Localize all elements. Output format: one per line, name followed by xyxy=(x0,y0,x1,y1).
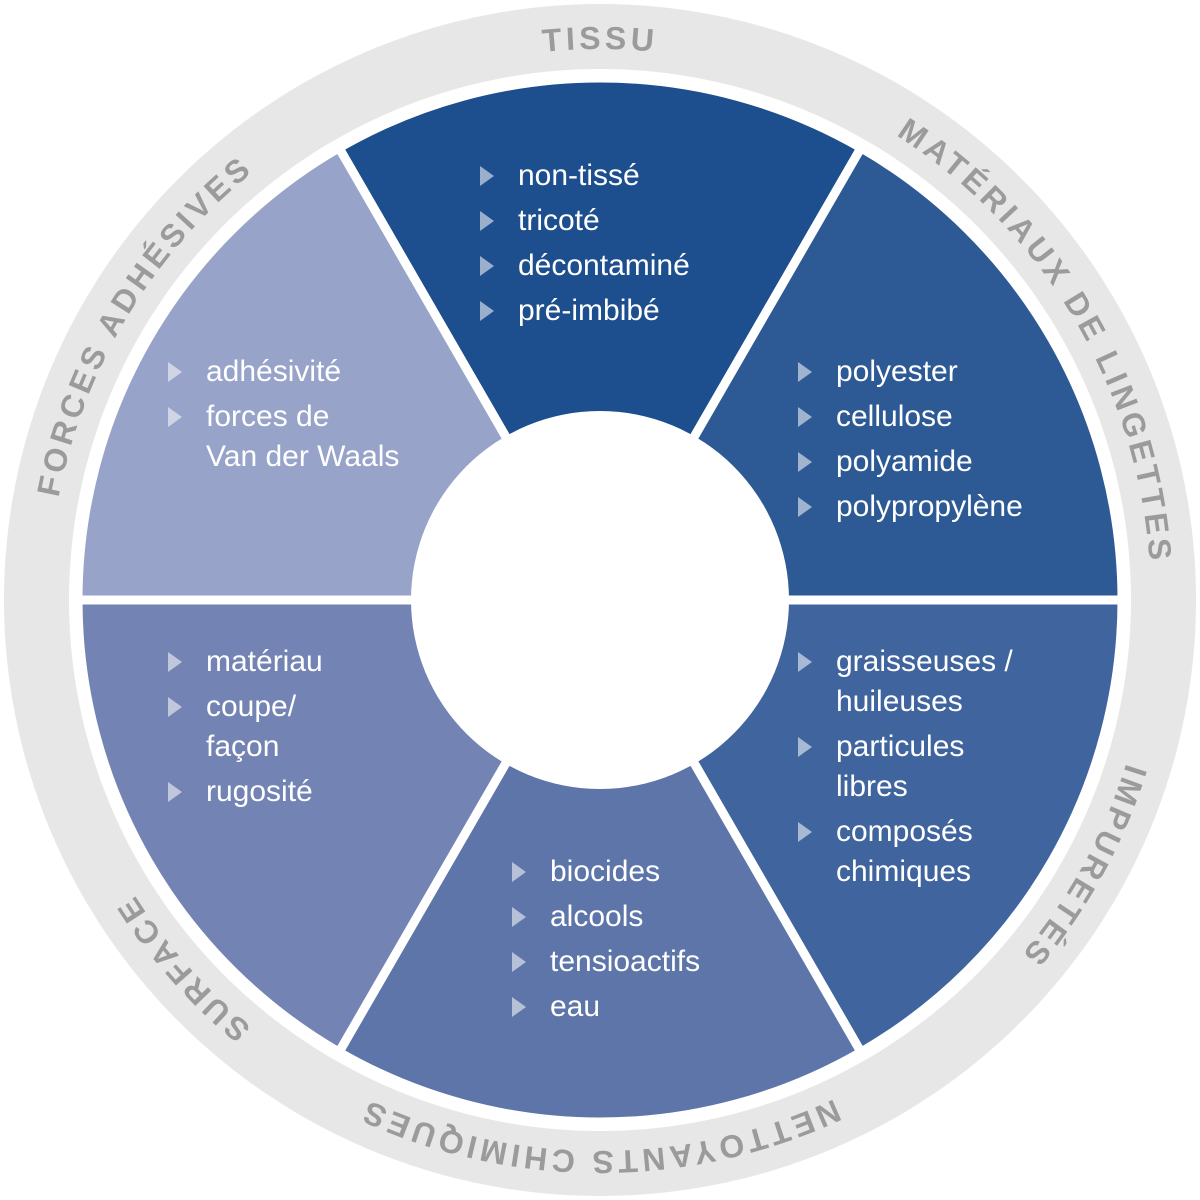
triangle-bullet-icon xyxy=(480,166,494,186)
list-item: non-tissé xyxy=(480,156,690,196)
sector-nettoyants-chimiques xyxy=(332,590,868,1127)
sector-tissu xyxy=(332,73,868,610)
list-item-label: tricoté xyxy=(518,204,600,237)
triangle-bullet-icon xyxy=(512,997,526,1017)
list-item-label: alcools xyxy=(550,900,644,933)
triangle-bullet-icon xyxy=(798,362,812,382)
triangle-bullet-icon xyxy=(798,822,812,842)
triangle-bullet-icon xyxy=(168,652,182,672)
list-item: cellulose xyxy=(798,397,1023,437)
list-item-label: tensioactifs xyxy=(550,945,701,978)
triangle-bullet-icon xyxy=(480,211,494,231)
sector-list-surface: matériau coupe/ façon rugosité xyxy=(168,642,323,812)
list-item: biocides xyxy=(512,852,700,892)
list-item: matériau xyxy=(168,642,323,682)
list-item-label: eau xyxy=(550,990,601,1023)
ring-label-tissu: TISSU xyxy=(541,20,660,59)
list-item: composés chimiques xyxy=(798,812,1013,892)
list-item: polyester xyxy=(798,352,1023,392)
triangle-bullet-icon xyxy=(512,952,526,972)
sector-list-forces: adhésivité forces de Van der Waals xyxy=(168,352,399,477)
triangle-bullet-icon xyxy=(798,452,812,472)
sector-list-tissu: non-tissé tricoté décontaminé pré-imbibé xyxy=(480,156,690,331)
list-item: rugosité xyxy=(168,772,323,812)
list-item-label: adhésivité xyxy=(206,355,342,388)
sector-list-impuretes: graisseuses / huileuses particules libre… xyxy=(798,642,1013,892)
list-item-label: cellulose xyxy=(836,400,953,433)
list-item-label: coupe/ façon xyxy=(206,690,297,763)
list-item-label: graisseuses / huileuses xyxy=(836,645,1013,718)
list-item-label: non-tissé xyxy=(518,159,640,192)
triangle-bullet-icon xyxy=(480,256,494,276)
triangle-bullet-icon xyxy=(168,697,182,717)
list-item: eau xyxy=(512,987,700,1027)
list-item-label: biocides xyxy=(550,855,661,888)
triangle-bullet-icon xyxy=(168,362,182,382)
triangle-bullet-icon xyxy=(798,652,812,672)
list-item: coupe/ façon xyxy=(168,687,323,767)
list-item: particules libres xyxy=(798,727,1013,807)
sector-list-materiaux: polyester cellulose polyamide polypropyl… xyxy=(798,352,1023,527)
list-item-label: pré-imbibé xyxy=(518,294,660,327)
triangle-bullet-icon xyxy=(168,407,182,427)
triangle-bullet-icon xyxy=(512,907,526,927)
list-item: décontaminé xyxy=(480,246,690,286)
list-item: polypropylène xyxy=(798,487,1023,527)
triangle-bullet-icon xyxy=(480,301,494,321)
list-item: forces de Van der Waals xyxy=(168,397,399,477)
list-item-label: composés chimiques xyxy=(836,815,973,888)
list-item-label: polypropylène xyxy=(836,490,1023,523)
triangle-bullet-icon xyxy=(512,862,526,882)
triangle-bullet-icon xyxy=(168,782,182,802)
list-item: alcools xyxy=(512,897,700,937)
list-item: tensioactifs xyxy=(512,942,700,982)
list-item-label: forces de Van der Waals xyxy=(206,400,400,473)
triangle-bullet-icon xyxy=(798,737,812,757)
list-item-label: polyester xyxy=(836,355,958,388)
list-item-label: matériau xyxy=(206,645,323,678)
triangle-bullet-icon xyxy=(798,407,812,427)
list-item: pré-imbibé xyxy=(480,291,690,331)
list-item-label: rugosité xyxy=(206,775,313,808)
list-item: adhésivité xyxy=(168,352,399,392)
list-item-label: décontaminé xyxy=(518,249,690,282)
triangle-bullet-icon xyxy=(798,497,812,517)
list-item: graisseuses / huileuses xyxy=(798,642,1013,722)
sector-list-nettoyants: biocides alcools tensioactifs eau xyxy=(512,852,700,1027)
center-hub xyxy=(411,411,789,789)
list-item-label: particules libres xyxy=(836,730,965,803)
list-item-label: polyamide xyxy=(836,445,973,478)
list-item: tricoté xyxy=(480,201,690,241)
list-item: polyamide xyxy=(798,442,1023,482)
